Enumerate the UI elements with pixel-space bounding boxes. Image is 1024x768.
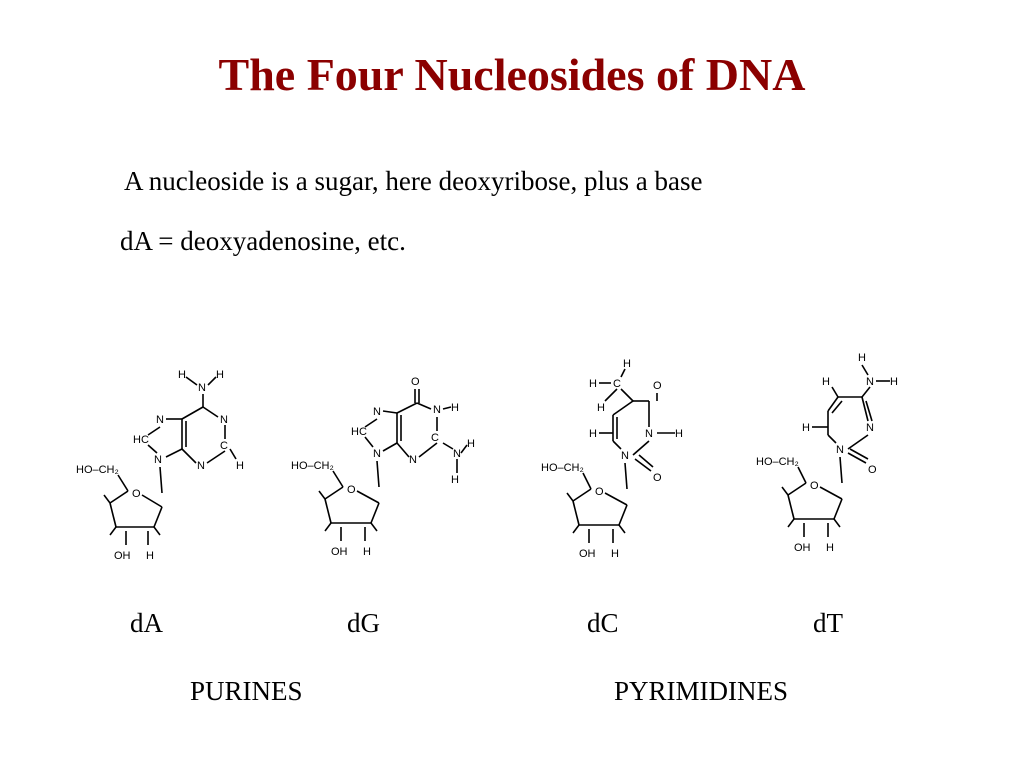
atom: N [645,428,653,440]
atom: N [866,376,874,388]
atom: OH [794,542,811,554]
atom: N [197,460,205,472]
atom: O [653,380,662,392]
atom: H [611,548,619,560]
atom: N [373,448,381,460]
atom: H [822,376,830,388]
atom: H [451,402,459,414]
atom: N [220,414,228,426]
atom: O [810,480,819,492]
atom: H [451,474,459,486]
atom: N [198,382,206,394]
atom: C [220,440,228,452]
label-dA: dA [130,608,163,638]
atom: O [595,486,604,498]
atom: O [653,472,662,484]
atom: HO–CH₂ [76,464,119,476]
label-dG: dG [347,608,380,638]
atom: H [589,378,597,390]
atom: O [132,488,141,500]
atom: HC [133,434,149,446]
atom: H [178,369,186,381]
atom: H [597,402,605,414]
atom: N [433,404,441,416]
atom: H [675,428,683,440]
atom: H [146,550,154,562]
structure-dC: H H C H O H N H N O HO–CH₂ O [535,345,705,575]
atom: N [866,422,874,434]
atom: OH [579,548,596,560]
atom: H [802,422,810,434]
atom: H [623,358,631,370]
purines-label: PURINES [190,676,303,706]
atom: N [621,450,629,462]
atom: OH [331,546,348,558]
atom: H [236,460,244,472]
label-dT: dT [813,608,843,638]
atom: H [589,428,597,440]
pyrimidines-label: PYRIMIDINES [614,676,789,706]
slide-title: The Four Nucleosides of DNA [218,49,806,100]
definition-text: A nucleoside is a sugar, here deoxyribos… [124,166,703,196]
atom: HO–CH₂ [541,462,584,474]
atom: N [154,454,162,466]
atom: H [858,352,866,364]
label-dC: dC [587,608,619,638]
atom: C [431,432,439,444]
atom: H [363,546,371,558]
atom: HO–CH₂ [291,460,334,472]
atom: N [373,406,381,418]
atom: O [347,484,356,496]
atom: N [156,414,164,426]
atom: HC [351,426,367,438]
atom: O [868,464,877,476]
structure-dG: O N N H HC C N N N H H HO–CH₂ O [285,345,485,575]
atom: N [453,448,461,460]
atom: H [826,542,834,554]
atom: H [890,376,898,388]
atom: OH [114,550,131,562]
atom: H [467,438,475,450]
structure-dA: H N H N N HC C H N N HO–CH₂ O [70,345,260,575]
atom: C [613,378,621,390]
atom: N [836,444,844,456]
structure-dT: H H N H H N N O HO–CH₂ O [750,345,920,575]
atom: N [409,454,417,466]
example-text: dA = deoxyadenosine, etc. [120,226,406,256]
atom: H [216,369,224,381]
atom: O [411,376,420,388]
atom: HO–CH₂ [756,456,799,468]
